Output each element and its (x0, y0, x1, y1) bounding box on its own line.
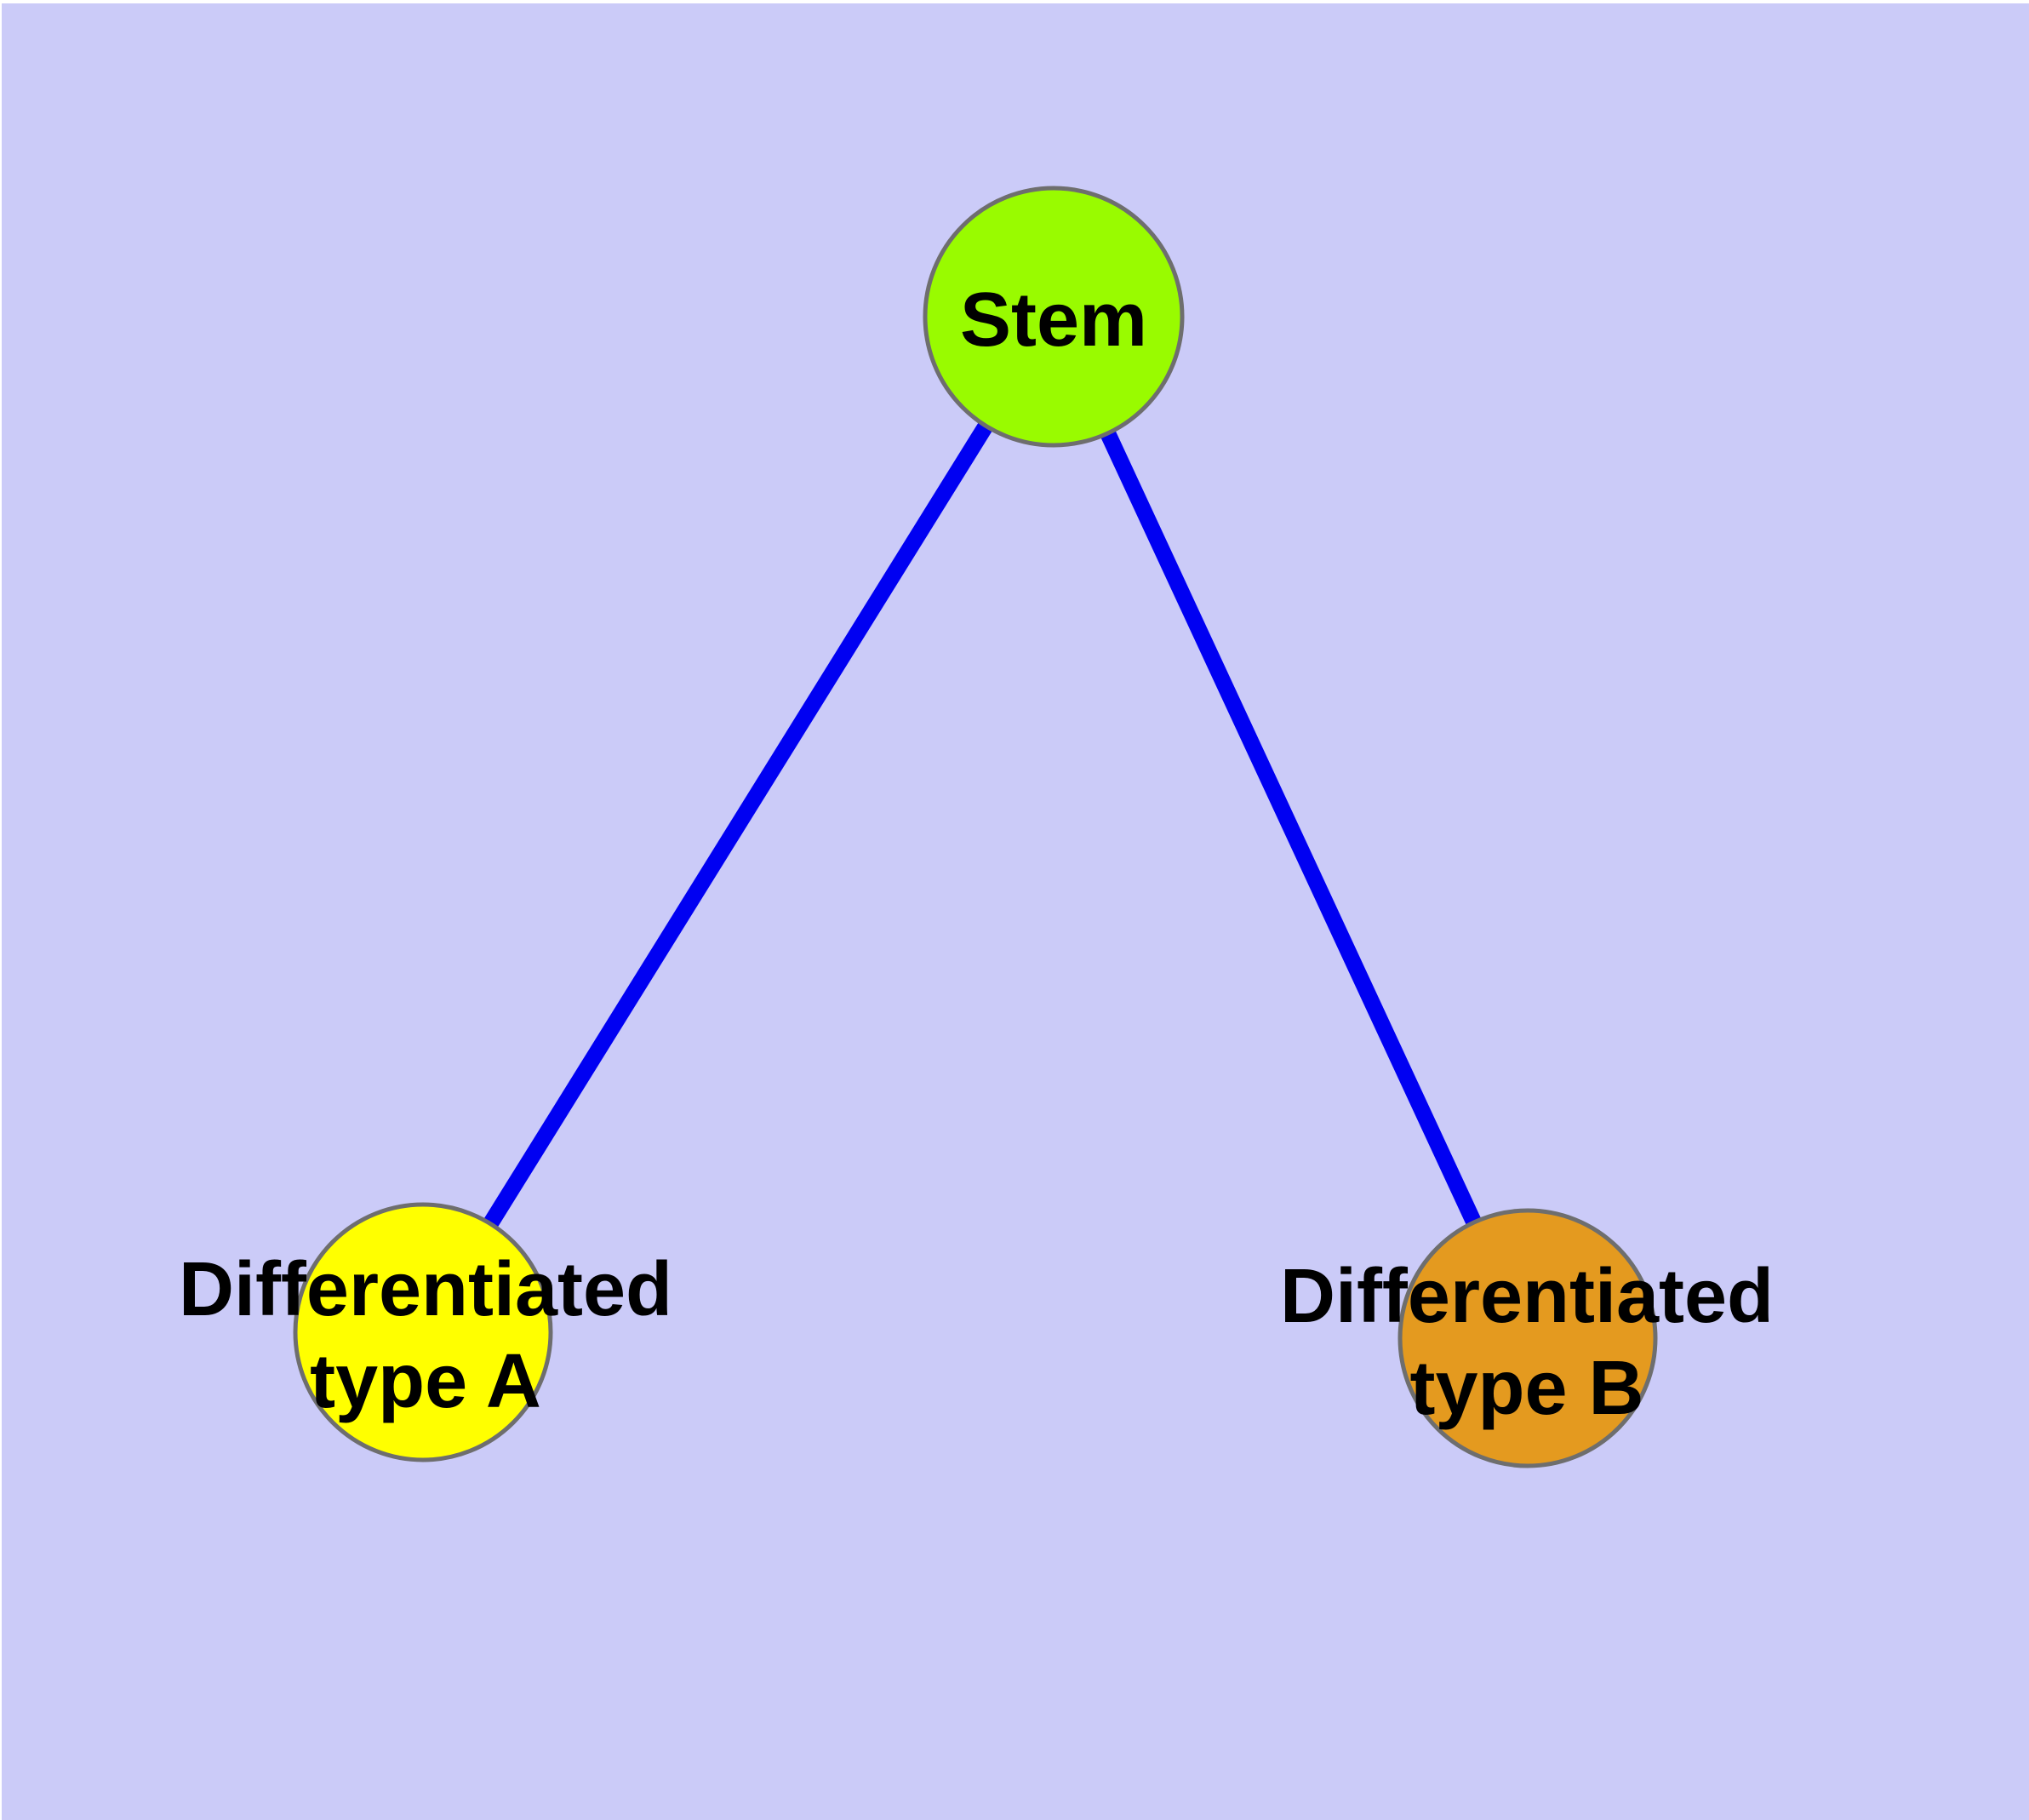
node-differentiated-type-a-label-line1: Differentiated (179, 1247, 672, 1332)
node-differentiated-type-b-label-line1: Differentiated (1280, 1254, 1774, 1339)
node-differentiated-type-a-circle[interactable] (293, 1202, 553, 1462)
node-differentiated-type-a-label-line2: type A (310, 1339, 541, 1424)
node-differentiated-type-a: Differentiated type A (179, 1202, 672, 1462)
node-differentiated-type-b-label-line2: type B (1409, 1346, 1643, 1431)
edge-stem-to-type-a (415, 312, 1061, 1337)
node-differentiated-type-b-circle[interactable] (1397, 1208, 1658, 1468)
node-stem: Stem (923, 186, 1185, 448)
node-stem-label: Stem (960, 278, 1147, 363)
node-stem-circle[interactable] (923, 186, 1185, 448)
node-differentiated-type-b: Differentiated type B (1280, 1208, 1774, 1468)
edge-stem-to-type-b (1046, 313, 1535, 1342)
